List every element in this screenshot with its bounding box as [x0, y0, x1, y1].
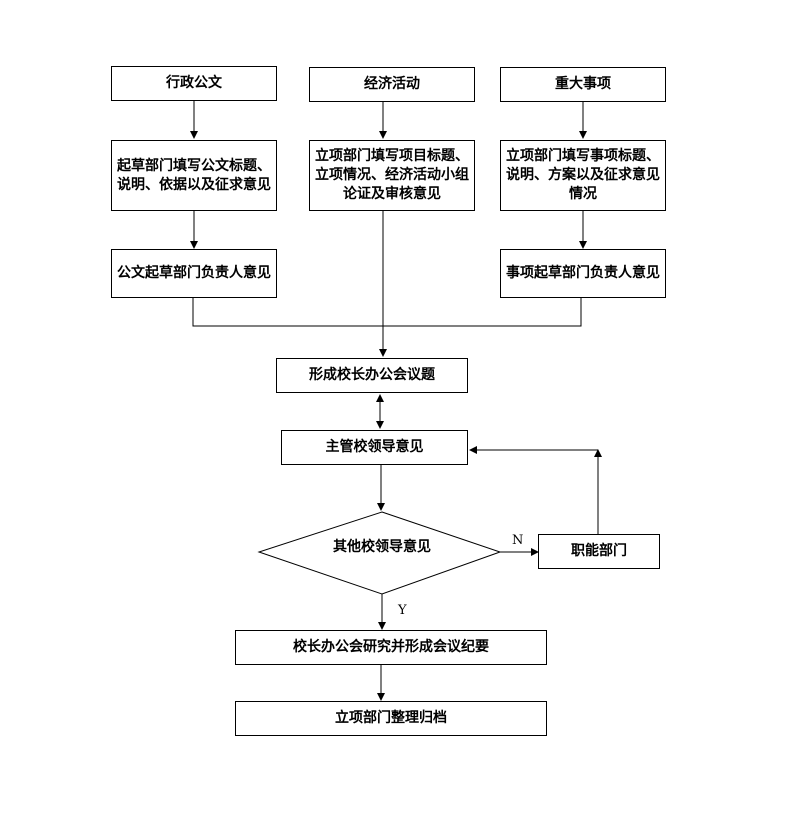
box-economic-project-form-label: 立项部门填写项目标题、立项情况、经济活动小组论证及审核意见	[315, 148, 469, 202]
box-admin-doc-draft: 起草部门填写公文标题、说明、依据以及征求意见	[111, 140, 277, 211]
no-label: N	[512, 533, 524, 548]
box-supervisor-opinion-label: 主管校领导意见	[325, 439, 424, 455]
box-functional-dept: 职能部门	[538, 534, 660, 569]
box-major-matter-form: 立项部门填写事项标题、说明、方案以及征求意见情况	[500, 140, 666, 211]
box-major-matter-form-label: 立项部门填写事项标题、说明、方案以及征求意见情况	[506, 148, 660, 202]
box-archive: 立项部门整理归档	[235, 701, 547, 736]
box-admin-doc: 行政公文	[111, 66, 277, 101]
box-supervisor-opinion: 主管校领导意见	[281, 430, 468, 465]
box-economic-project-form: 立项部门填写项目标题、立项情况、经济活动小组论证及审核意见	[309, 140, 475, 211]
box-major-matter-label: 重大事项	[555, 76, 611, 92]
box-archive-label: 立项部门整理归档	[335, 710, 447, 726]
decision-label: 其他校领导意见	[300, 536, 464, 556]
box-agenda-label: 形成校长办公会议题	[309, 367, 435, 383]
box-admin-doc-head-opinion-label: 公文起草部门负责人意见	[117, 265, 271, 281]
merge-line	[192, 298, 582, 327]
decision-label-text: 其他校领导意见	[333, 539, 431, 555]
box-admin-doc-head-opinion: 公文起草部门负责人意见	[111, 249, 277, 298]
box-meeting-minutes: 校长办公会研究并形成会议纪要	[235, 630, 547, 665]
box-major-matter-head-opinion: 事项起草部门负责人意见	[500, 249, 666, 298]
box-agenda: 形成校长办公会议题	[276, 358, 468, 393]
yes-label: Y	[398, 603, 407, 618]
box-admin-doc-label: 行政公文	[166, 75, 222, 91]
box-major-matter-head-opinion-label: 事项起草部门负责人意见	[506, 265, 660, 281]
box-admin-doc-draft-label: 起草部门填写公文标题、说明、依据以及征求意见	[117, 157, 271, 193]
box-economic-activity: 经济活动	[309, 67, 475, 102]
box-functional-dept-label: 职能部门	[571, 543, 627, 559]
box-major-matter: 重大事项	[500, 67, 666, 102]
box-meeting-minutes-label: 校长办公会研究并形成会议纪要	[293, 639, 489, 655]
box-economic-activity-label: 经济活动	[364, 76, 420, 92]
